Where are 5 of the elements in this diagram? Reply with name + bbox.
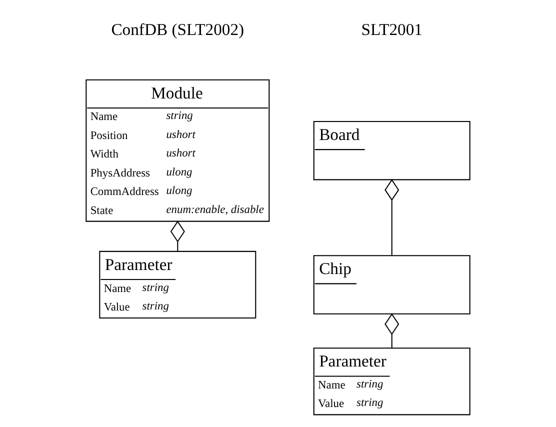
connector xyxy=(170,220,185,252)
connector xyxy=(384,313,400,348)
label: ConfDB (SLT2002) xyxy=(111,20,244,39)
connector xyxy=(384,179,400,256)
label: SLT2001 xyxy=(361,20,422,39)
